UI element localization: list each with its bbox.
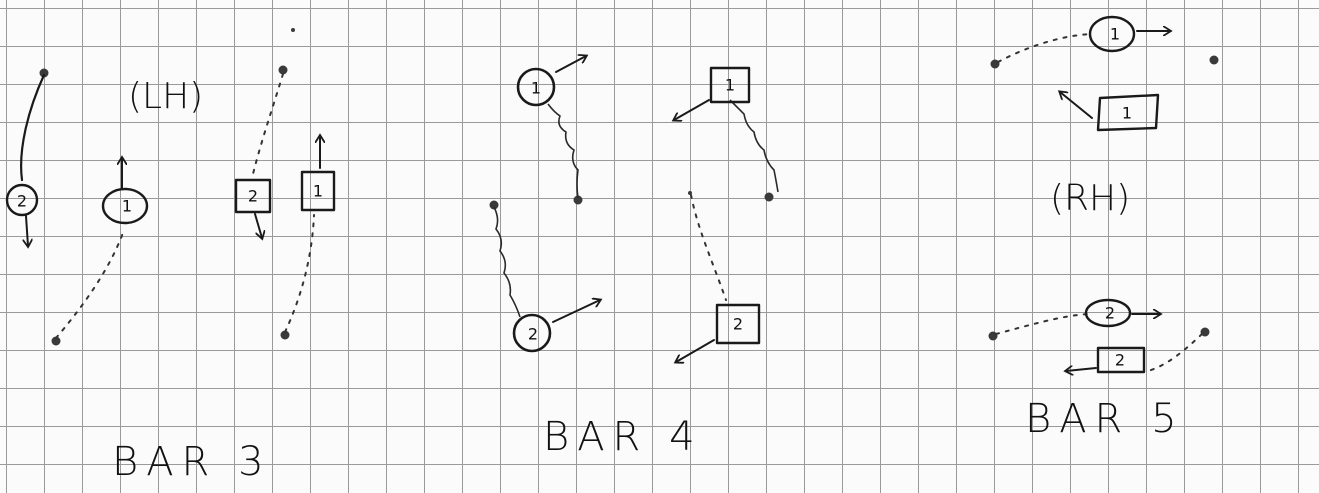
dashed-trail [251,73,284,179]
position-dot [280,330,290,340]
dancer-number: 1 [725,76,735,95]
arrow-down-icon [254,213,262,238]
arrow-down-icon [26,215,28,246]
position-dot [988,331,998,341]
dashed-trail [997,33,1093,63]
wavy-trail [547,103,579,199]
dancer-number: 2 [528,325,538,344]
dancer-1-square: 1 [300,136,336,212]
position-dot [764,192,774,202]
position-dot [1209,55,1219,65]
position-dot [39,68,49,78]
dashed-trail [690,194,727,301]
bar-4-diagram: 1 1 2 2 BAR 4 [489,56,779,460]
dancer-number: 2 [1105,304,1115,323]
dancer-number: 1 [313,182,323,201]
wavy-trail [493,206,521,318]
dancer-1-square: 1 [674,66,751,120]
dancer-2-square: 2 [234,178,272,238]
dancer-number: 2 [17,192,27,211]
dashed-trail [995,313,1089,335]
dancer-2-circle: 2 [512,300,600,353]
bar-5-diagram: 1 1 (RH) 2 2 BAR 5 [988,15,1219,442]
arrow-up-right-icon [555,56,586,73]
dancer-number: 2 [733,315,743,334]
dancer-1-circle: 1 [101,158,149,225]
right-hand-label: (RH) [1050,178,1130,219]
dancer-2-square: 2 [676,303,761,362]
arrow-down-left-icon [676,339,715,362]
dancer-number: 1 [1110,25,1120,44]
arrow-up-left-icon [1060,92,1093,119]
dancer-number: 2 [248,187,258,206]
dancer-1-circle: 1 [516,56,586,107]
path-line [20,73,46,182]
bar-3-label: BAR 3 [112,439,272,485]
bar-4-label: BAR 4 [543,414,703,460]
dancer-2-square: 2 [1066,346,1146,372]
bar-3-diagram: (LH) 2 1 2 [5,28,336,485]
arrow-up-right-icon [552,300,600,323]
dancer-number: 1 [1122,104,1132,123]
wavy-trail [729,99,779,193]
dancer-number: 1 [531,79,541,98]
arrow-down-left-icon [674,99,710,120]
dashed-trail [284,214,315,333]
dancer-2-circle: 2 [5,183,39,246]
dancer-number: 1 [122,197,132,216]
dancer-1-square: 1 [1060,92,1160,132]
dancer-number: 2 [1115,351,1125,370]
arrow-left-icon [1066,368,1097,371]
dashed-trail [1147,333,1203,372]
position-dot [278,65,288,75]
dancer-1-circle: 1 [1088,15,1170,53]
left-hand-label: (LH) [128,76,203,117]
position-dot [51,336,61,346]
bar-5-label: BAR 5 [1025,396,1185,442]
position-dot [489,200,499,210]
dashed-trail [55,229,125,339]
position-dot [573,195,583,205]
dancer-2-circle: 2 [1084,298,1160,328]
position-dot [291,28,295,32]
